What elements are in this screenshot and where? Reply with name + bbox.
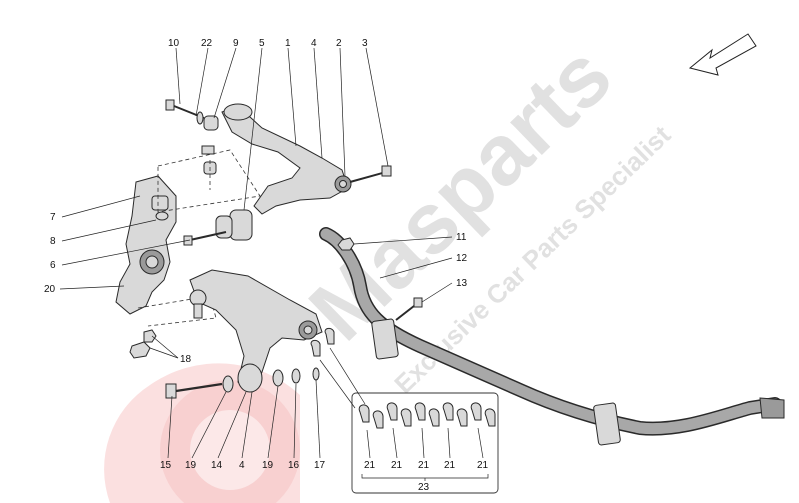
label-7: 7 [50, 212, 56, 223]
label-8: 8 [50, 236, 56, 247]
label-14: 14 [211, 460, 223, 471]
label-19-right: 19 [262, 460, 274, 471]
callout-labels: 10 22 9 5 1 4 2 3 7 8 6 20 11 12 13 18 1… [44, 38, 489, 493]
label-12: 12 [456, 253, 468, 264]
kit-box-23 [351, 392, 499, 494]
label-4-bottom: 4 [239, 460, 245, 471]
nut-18 [129, 329, 157, 359]
label-5: 5 [259, 38, 265, 49]
label-4-top: 4 [311, 38, 317, 49]
label-17: 17 [314, 460, 326, 471]
bushing-5 [183, 209, 253, 246]
label-21-e: 21 [477, 460, 489, 471]
watermark-logo [104, 363, 300, 503]
label-13: 13 [456, 278, 468, 289]
label-18: 18 [180, 354, 192, 365]
label-21-a: 21 [364, 460, 376, 471]
nut-11 [337, 237, 355, 251]
label-6: 6 [50, 260, 56, 271]
label-15: 15 [160, 460, 172, 471]
label-21-c: 21 [418, 460, 430, 471]
upper-control-arm [221, 103, 352, 215]
lower-control-arm [189, 269, 323, 393]
label-2: 2 [336, 38, 342, 49]
label-20: 20 [44, 284, 56, 295]
clip-17 [310, 327, 335, 357]
lower-bolt-assembly [165, 367, 320, 399]
bolt-13 [395, 297, 423, 321]
label-16: 16 [288, 460, 300, 471]
stabilizer-bar [319, 227, 785, 446]
label-1: 1 [285, 38, 291, 49]
bolt-10 [165, 99, 219, 175]
leader-lines [59, 47, 453, 459]
label-23: 23 [418, 482, 430, 493]
label-19-left: 19 [185, 460, 197, 471]
label-21-b: 21 [391, 460, 403, 471]
label-11: 11 [456, 232, 467, 243]
label-10: 10 [168, 38, 180, 49]
direction-arrow-icon [688, 33, 757, 76]
kit-leader-lines [366, 427, 484, 459]
label-21-d: 21 [444, 460, 456, 471]
label-9: 9 [233, 38, 239, 49]
watermark: Masparts Exclusive Car Parts Specialist [292, 27, 677, 399]
bolt-3 [349, 165, 392, 183]
clip-icons [358, 402, 496, 429]
steering-knuckle [115, 175, 177, 315]
label-22: 22 [201, 38, 213, 49]
label-3: 3 [362, 38, 368, 49]
